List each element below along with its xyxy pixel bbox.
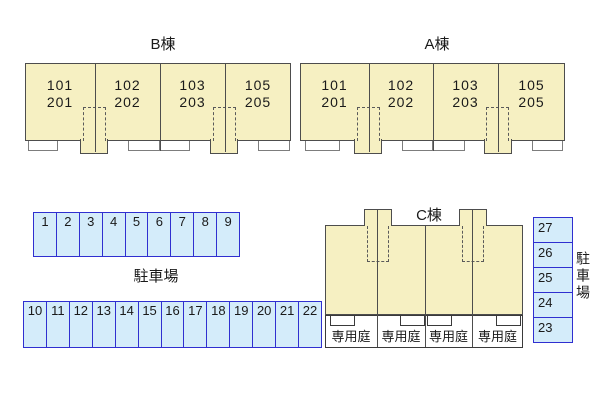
unit-number: 205 — [518, 94, 545, 110]
building-a-divider — [369, 63, 370, 152]
parking-space-17: 17 — [184, 302, 208, 347]
unit-number: 203 — [179, 94, 206, 110]
parking-space-18: 18 — [207, 302, 231, 347]
building-c-garden-row — [325, 315, 523, 348]
building-b-porch — [160, 141, 190, 151]
parking-space-9: 9 — [224, 214, 232, 229]
unit-number: 201 — [46, 94, 74, 110]
parking-space-13: 13 — [93, 302, 116, 347]
parking-row-2: 10 11 12 13 14 15 16 17 18 19 20 21 22 — [23, 301, 322, 348]
building-c-terrace — [427, 316, 452, 326]
parking-space-27: 27 — [534, 218, 572, 243]
building-b-porch — [258, 141, 290, 151]
building-b-stairwell — [210, 139, 238, 154]
garden-label: 専用庭 — [331, 329, 371, 344]
parking-space-11: 11 — [47, 302, 70, 347]
building-a-divider — [433, 63, 434, 151]
parking-space-7: 7 — [171, 213, 195, 256]
garden-label: 専用庭 — [381, 329, 421, 344]
building-c-terrace — [496, 316, 521, 326]
parking-space-19: 19 — [230, 302, 254, 347]
garden-label: 専用庭 — [477, 329, 517, 344]
building-b-stairs-dashed — [83, 107, 106, 141]
unit-number: 201 — [321, 94, 348, 110]
building-a-porch — [305, 141, 340, 151]
parking-space-16: 16 — [162, 302, 185, 347]
building-a-unit-102: 102 202 — [369, 77, 433, 111]
building-c-stairwell — [459, 209, 487, 226]
unit-number: 103 — [179, 77, 206, 93]
building-c-terrace — [400, 316, 425, 326]
building-c-stairs-dashed — [462, 226, 484, 262]
building-c-terrace — [330, 316, 355, 326]
building-a-unit-101: 101 201 — [300, 77, 369, 111]
building-b-unit-103: 103 203 — [160, 77, 225, 111]
building-c-divider — [472, 210, 473, 347]
parking-space-22: 22 — [302, 303, 318, 318]
building-b-label: B棟 — [150, 36, 176, 53]
building-b-body — [25, 63, 291, 141]
unit-number: 203 — [452, 94, 479, 110]
building-c-stairwell — [364, 209, 392, 226]
parking-area-label: 駐車場 — [133, 268, 179, 285]
unit-number: 103 — [452, 77, 479, 93]
parking-space-15: 15 — [139, 302, 162, 347]
building-a-stairs-dashed — [486, 107, 509, 141]
building-a-porch — [433, 141, 465, 151]
unit-number: 105 — [518, 77, 545, 93]
unit-number: 105 — [244, 77, 272, 93]
building-c-label: C棟 — [416, 207, 442, 224]
unit-number: 101 — [321, 77, 348, 93]
building-c-divider — [425, 225, 426, 347]
unit-number: 205 — [244, 94, 272, 110]
building-a-porch — [402, 141, 433, 151]
parking-space-26: 26 — [534, 243, 572, 268]
building-c-divider — [377, 210, 378, 347]
parking-space-8: 8 — [194, 213, 218, 256]
unit-number: 102 — [387, 77, 415, 93]
building-a-label: A棟 — [424, 36, 450, 53]
building-a-body — [300, 63, 565, 141]
building-c-stairs-dashed — [367, 226, 389, 262]
parking-row-1: 1 2 3 4 5 6 7 8 9 — [33, 212, 240, 257]
parking-space-6: 6 — [148, 213, 172, 256]
parking-space-5: 5 — [126, 213, 149, 256]
parking-space-12: 12 — [70, 302, 93, 347]
parking-space-20: 20 — [253, 302, 277, 347]
parking-space-1: 1 — [34, 213, 57, 256]
parking-space-3: 3 — [80, 213, 103, 256]
building-b-stairwell — [80, 139, 108, 154]
parking-column: 27 26 25 24 23 — [533, 217, 573, 343]
unit-number: 102 — [114, 77, 141, 93]
unit-number: 202 — [114, 94, 141, 110]
unit-number: 202 — [387, 94, 415, 110]
parking-space-23: 23 — [538, 320, 553, 335]
parking-space-10: 10 — [24, 302, 47, 347]
parking-space-21: 21 — [276, 302, 300, 347]
building-b-unit-101: 101 201 — [25, 77, 95, 111]
building-b-unit-102: 102 202 — [95, 77, 160, 111]
parking-space-25: 25 — [534, 268, 572, 293]
unit-number: 101 — [46, 77, 74, 93]
building-a-unit-103: 103 203 — [433, 77, 498, 111]
parking-space-14: 14 — [116, 302, 139, 347]
building-b-unit-105: 105 205 — [225, 77, 291, 111]
building-a-stairs-dashed — [357, 107, 380, 141]
building-b-porch — [128, 141, 160, 151]
building-b-divider — [160, 63, 161, 151]
building-b-stairs-dashed — [213, 107, 236, 141]
building-a-porch — [532, 141, 563, 151]
building-a-unit-105: 105 205 — [498, 77, 565, 111]
garden-label: 専用庭 — [428, 329, 468, 344]
parking-space-2: 2 — [57, 213, 80, 256]
building-a-stairwell — [354, 139, 382, 154]
building-b-divider — [95, 63, 96, 152]
building-b-divider — [225, 63, 226, 152]
parking-side-label: 駐車場 — [575, 251, 591, 302]
parking-space-4: 4 — [103, 213, 126, 256]
building-b-porch — [28, 141, 58, 151]
building-a-divider — [498, 63, 499, 152]
building-c-body — [325, 225, 523, 315]
parking-space-24: 24 — [534, 293, 572, 318]
